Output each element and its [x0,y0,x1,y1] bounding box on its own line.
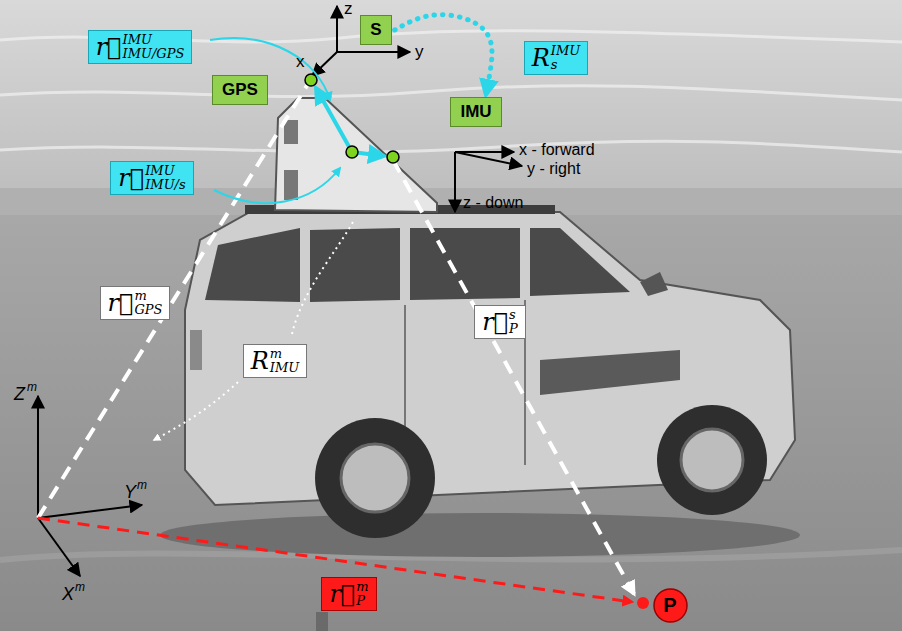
symbol-text: R [251,347,269,375]
frame-tag: S [360,15,391,45]
rotation-label: RIMUs [524,41,588,75]
point-marker: P [653,588,688,623]
rotation-label: RmIMU [243,344,307,378]
symbol-text: r⃗ [96,33,122,61]
node-text: GPS [222,80,258,99]
subscript-text: P [509,322,518,336]
node-text: IMU [460,102,491,121]
superscript-text: IMU [145,164,185,178]
superscript-text: m [356,580,368,594]
subscript-text: P [356,594,368,608]
axis-superscript: m [75,580,85,594]
symbol-text: r⃗ [482,308,508,336]
vector-label: r⃗mP [321,577,376,611]
axis-label: z [344,0,353,19]
axis-label: x [296,52,305,72]
superscript-text: s [509,308,518,322]
script-stack: sP [509,308,518,335]
script-stack: IMUIMU/GPS [123,33,185,60]
frame-tag: GPS [212,75,268,105]
symbol-text: r⃗ [329,580,355,608]
frame-tag: IMU [450,97,501,127]
node-text: S [370,20,381,39]
subscript-text: GPS [134,303,162,317]
subscript-text: IMU/s [145,178,185,192]
axis-label: x - forward [519,141,595,159]
superscript-text: IMU [551,44,580,58]
vector-label: r⃗IMUIMU/s [110,161,193,195]
vector-label: r⃗mGPS [100,286,171,320]
symbol-text: r⃗ [118,164,144,192]
axis-label: X [62,584,74,605]
superscript-text: m [134,289,162,303]
axis-label: y [415,42,424,62]
vector-label: r⃗IMUIMU/GPS [88,30,193,64]
symbol-text: r⃗ [108,289,134,317]
vector-label: r⃗sP [474,305,526,339]
axis-label: y - right [527,160,580,178]
symbol-text: R [532,44,550,72]
superscript-text: IMU [123,33,185,47]
script-stack: mGPS [134,289,162,316]
node-text: P [663,594,676,616]
subscript-text: IMU/GPS [123,47,185,61]
axis-label: z - down [463,194,523,212]
script-stack: mIMU [270,347,299,374]
axis-superscript: m [27,380,37,394]
axis-superscript: m [137,478,147,492]
script-stack: IMUs [551,44,580,71]
superscript-text: m [270,347,299,361]
axis-label: Y [124,482,136,503]
script-stack: mP [356,580,368,607]
subscript-text: s [551,58,580,72]
subscript-text: IMU [270,361,299,375]
axis-label: Z [14,384,25,405]
rotation-arc [395,15,492,93]
script-stack: IMUIMU/s [145,164,185,191]
